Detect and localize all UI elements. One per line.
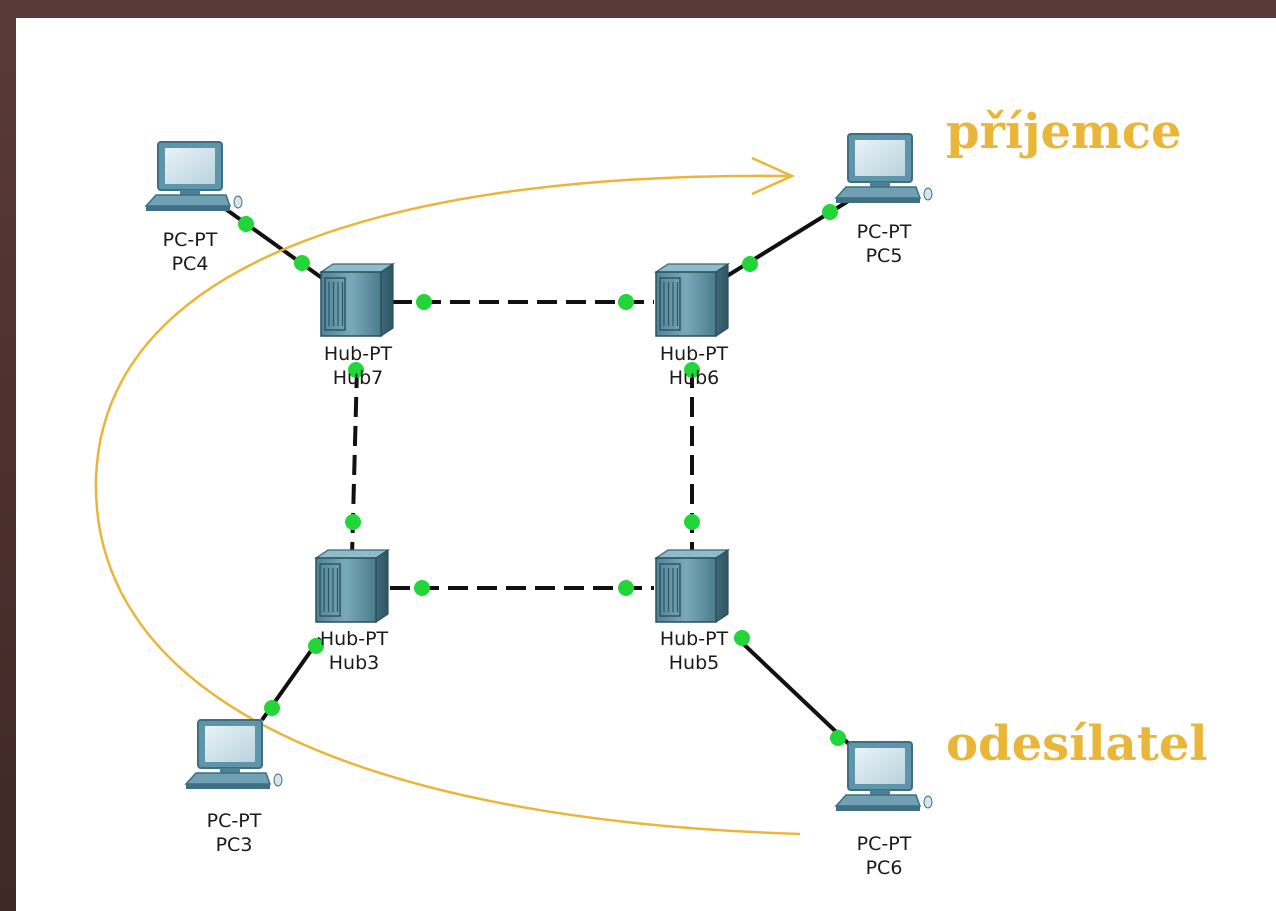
port-indicator	[618, 294, 634, 310]
route-arrow	[94, 174, 801, 836]
port-indicator	[238, 216, 254, 232]
links-layer	[218, 198, 852, 747]
computer-icon	[834, 741, 933, 811]
device-name-label: PC6	[866, 857, 903, 879]
port-indicator	[684, 514, 700, 530]
ports-layer	[238, 204, 846, 746]
device-type-label: PC-PT	[207, 810, 262, 832]
device-type-label: Hub-PT	[660, 628, 729, 650]
device-name-label: Hub3	[329, 652, 379, 674]
hub-icon	[654, 548, 730, 624]
sender-annotation: odesílatel	[946, 716, 1208, 772]
port-indicator	[348, 362, 364, 378]
device-name-label: Hub7	[333, 367, 383, 389]
port-indicator	[294, 255, 310, 271]
device-name-label: PC5	[866, 245, 903, 267]
device-name-label: PC3	[216, 834, 253, 856]
port-indicator	[830, 730, 846, 746]
device-type-label: Hub-PT	[324, 343, 393, 365]
port-indicator	[684, 362, 700, 378]
device-type-label: PC-PT	[163, 229, 218, 251]
route-arrowhead	[751, 156, 796, 196]
device-name-label: PC4	[172, 253, 209, 275]
port-indicator	[416, 294, 432, 310]
device-type-label: Hub-PT	[320, 628, 389, 650]
port-indicator	[308, 638, 324, 654]
computer-icon	[184, 719, 283, 789]
device-type-label: PC-PT	[857, 833, 912, 855]
port-indicator	[264, 700, 280, 716]
port-indicator	[414, 580, 430, 596]
port-indicator	[618, 580, 634, 596]
link-pc6-hub5	[733, 634, 852, 747]
port-indicator	[742, 256, 758, 272]
hub-icon	[319, 262, 395, 338]
device-type-label: PC-PT	[857, 221, 912, 243]
computer-icon	[144, 141, 243, 211]
hub-icon	[654, 262, 730, 338]
hub-icon	[314, 548, 390, 624]
port-indicator	[822, 204, 838, 220]
device-type-label: Hub-PT	[660, 343, 729, 365]
computer-icon	[834, 133, 933, 203]
port-indicator	[734, 630, 750, 646]
device-name-label: Hub5	[669, 652, 719, 674]
device-name-label: Hub6	[669, 367, 719, 389]
receiver-annotation: příjemce	[946, 104, 1182, 160]
port-indicator	[345, 514, 361, 530]
